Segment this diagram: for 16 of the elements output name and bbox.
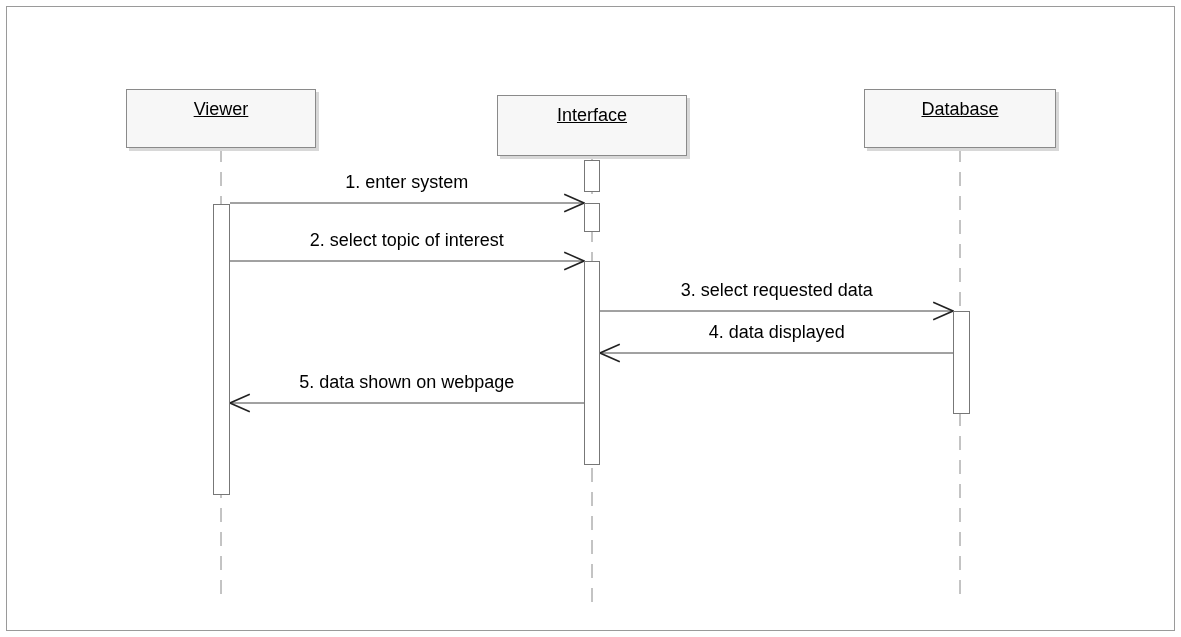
lifeline-head bbox=[126, 89, 316, 148]
message-arrow bbox=[229, 393, 585, 413]
lifeline-head bbox=[864, 89, 1056, 148]
activation-bar bbox=[584, 261, 600, 465]
message-arrow bbox=[599, 301, 954, 321]
participant-name: Database bbox=[921, 98, 999, 121]
message-arrow bbox=[229, 251, 585, 271]
activation-bar bbox=[213, 204, 230, 495]
participant-name: Viewer bbox=[193, 98, 249, 121]
lifeline-head bbox=[497, 95, 687, 156]
activation-bar bbox=[584, 160, 600, 192]
participant-name: Interface bbox=[556, 104, 627, 127]
message-arrow bbox=[229, 193, 585, 213]
message-arrow bbox=[599, 343, 954, 363]
activation-bar bbox=[953, 311, 970, 414]
activation-bar bbox=[584, 203, 600, 232]
